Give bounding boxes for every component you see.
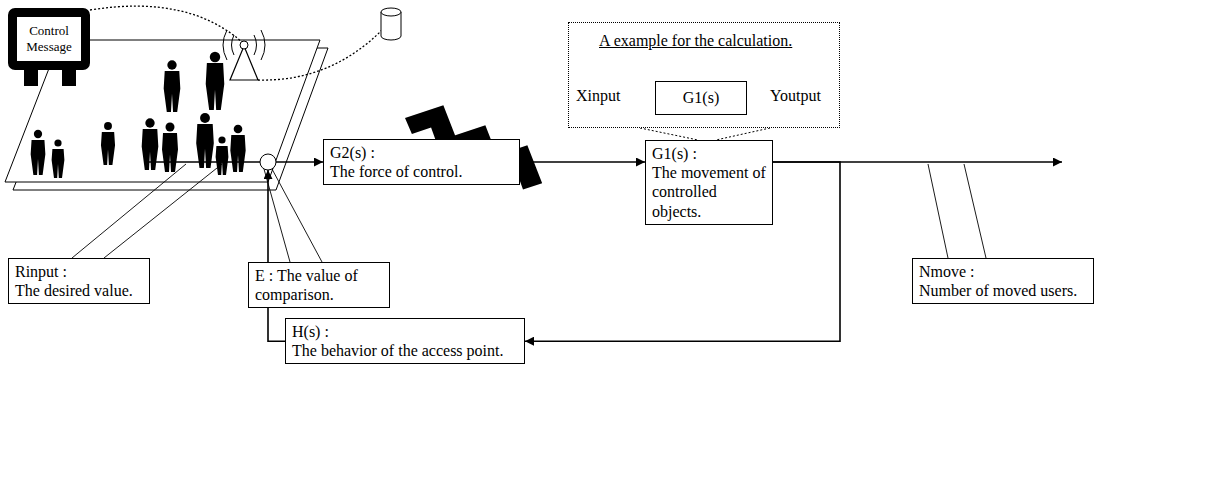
display-screen: Control Message xyxy=(8,8,90,70)
person-silhouette xyxy=(230,125,245,172)
callout-box: E : The value of comparison. xyxy=(248,262,390,308)
callout-leader xyxy=(928,164,986,258)
input-line xyxy=(148,161,260,163)
signal-connector xyxy=(520,161,645,163)
signal-line xyxy=(276,161,323,163)
signal-connector xyxy=(525,162,840,341)
feedback-block: H(s) :The behavior of the access point. xyxy=(285,318,525,364)
callout-box: Nmove :Number of moved users. xyxy=(912,258,1094,304)
person-silhouette xyxy=(52,139,65,178)
node-text: H(s) : xyxy=(292,322,518,341)
person-silhouette xyxy=(196,113,214,168)
node-text: G2(s) : xyxy=(330,143,513,162)
node-text: The desired value. xyxy=(15,281,143,300)
node-text: E : The value of comparison. xyxy=(255,266,383,304)
antenna-tip xyxy=(240,41,248,49)
node-text: Rinput : xyxy=(15,262,143,281)
callout-leader xyxy=(640,128,698,140)
callout-box: Rinput :The desired value. xyxy=(8,258,150,304)
access-point xyxy=(230,46,258,80)
person-silhouette xyxy=(101,122,115,165)
node-text: Number of moved users. xyxy=(919,281,1087,300)
person-silhouette xyxy=(162,123,178,173)
node-text: The force of control. xyxy=(330,162,513,181)
node-text: Nmove : xyxy=(919,262,1087,281)
signal-line xyxy=(268,170,285,341)
node-text: Control Message xyxy=(19,23,79,54)
person-silhouette xyxy=(216,136,229,175)
control-block: G2(s) :The force of control. xyxy=(323,139,520,185)
screen-foot xyxy=(24,70,38,86)
plant-block: G1(s) :The movement of controlled object… xyxy=(645,140,773,225)
node-text: The behavior of the access point. xyxy=(292,341,518,360)
callout-leader xyxy=(72,164,222,258)
summing-point xyxy=(260,154,276,170)
signal-name: Xinput xyxy=(574,86,622,105)
node-text: The movement of controlled objects. xyxy=(652,163,766,221)
wired-link xyxy=(258,30,382,80)
node-text: G1(s) : xyxy=(652,144,766,163)
callout-title: A example for the calculation. xyxy=(599,31,829,50)
radio-waves xyxy=(223,30,265,60)
person-silhouette xyxy=(164,60,181,112)
transfer-block: G1(s) xyxy=(655,81,747,115)
example-callout: A example for the calculation. G1(s) xyxy=(568,22,840,128)
callout-leader xyxy=(716,128,770,140)
people xyxy=(31,52,246,178)
callout-leader xyxy=(264,169,322,262)
database xyxy=(381,8,401,40)
person-silhouette xyxy=(206,52,225,110)
screen-foot xyxy=(62,70,76,86)
signal-name: Youtput xyxy=(768,86,823,105)
node-text: G1(s) xyxy=(656,88,746,107)
wireless-link xyxy=(90,6,244,44)
person-silhouette xyxy=(31,130,46,175)
signal-lines xyxy=(268,162,1062,341)
